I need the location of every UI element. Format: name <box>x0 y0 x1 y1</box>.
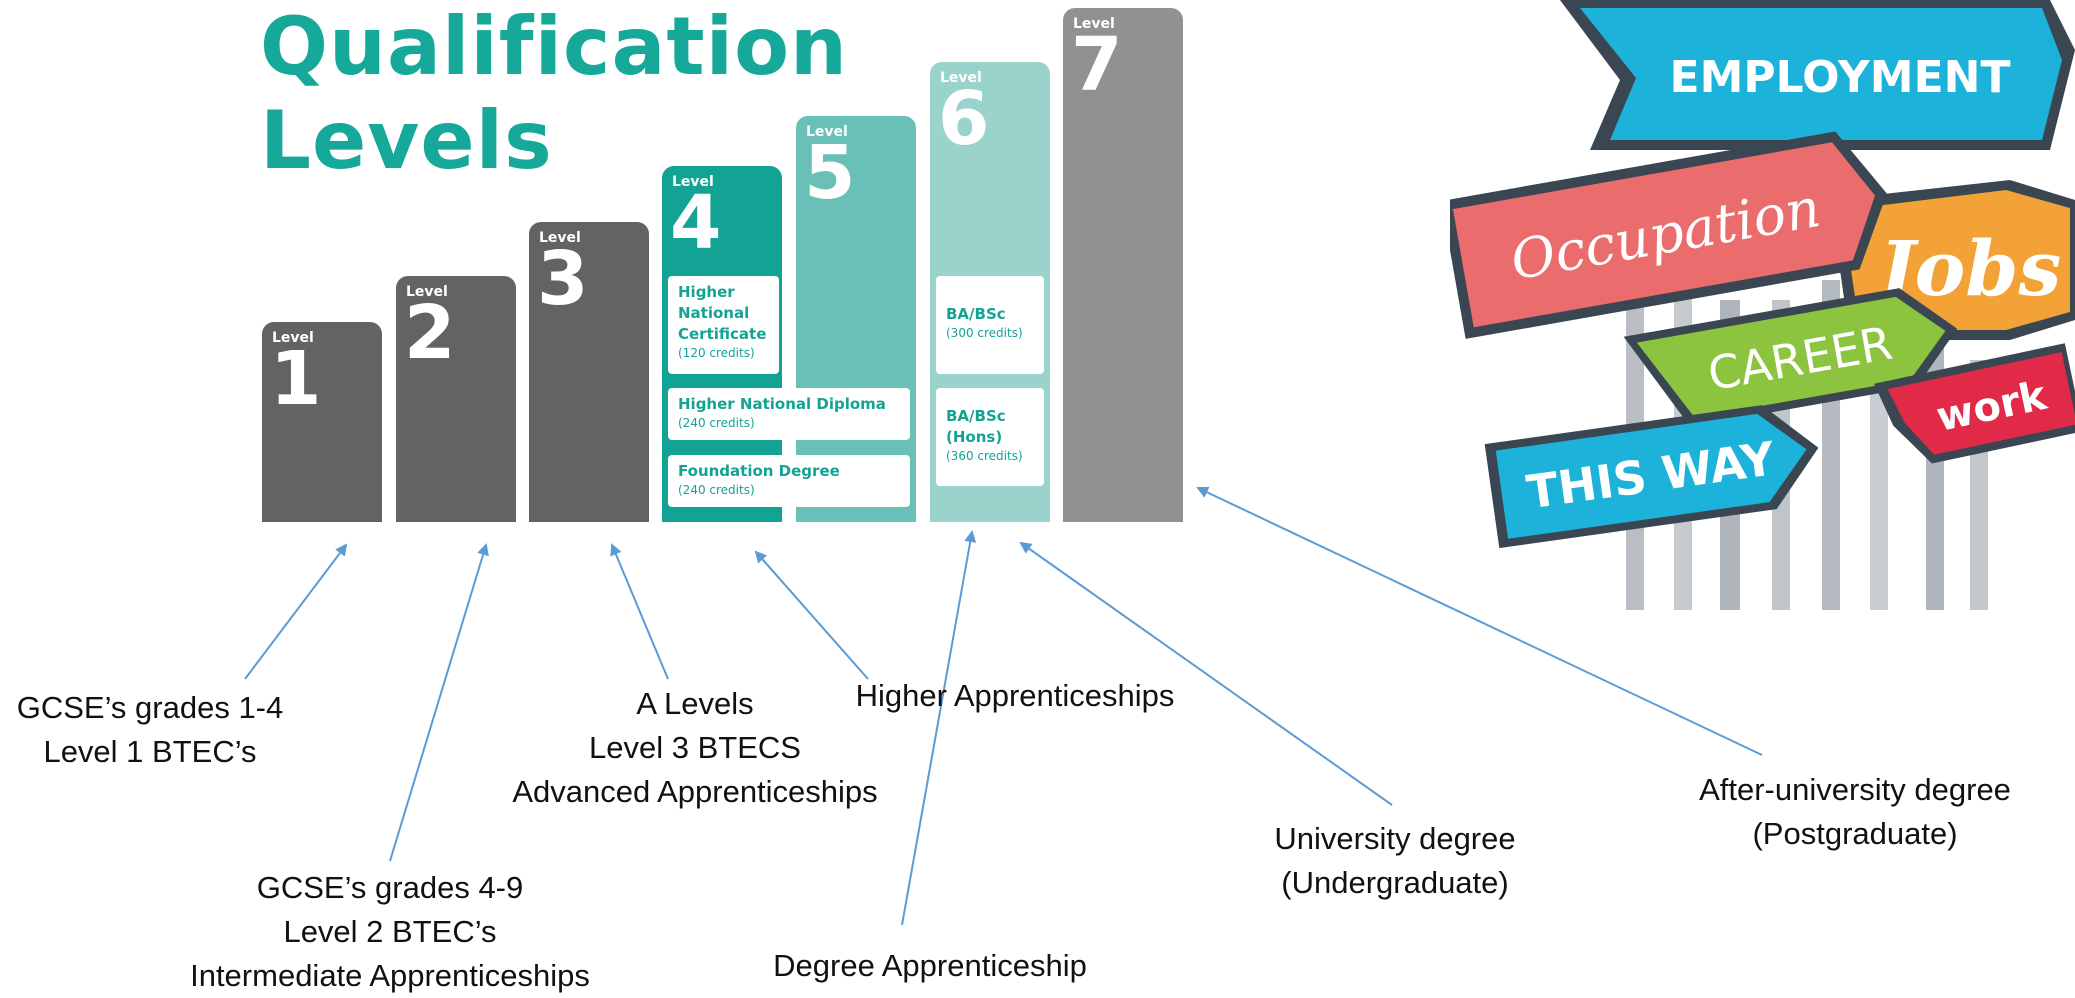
level-5-bar: Level 5 <box>796 116 916 522</box>
label-degree-apprenticeship: Degree Apprenticeship <box>720 944 1140 988</box>
label-undergraduate: University degree (Undergraduate) <box>1200 817 1590 905</box>
level-6-word: Level <box>940 70 982 86</box>
hnc-title-2: National <box>678 304 750 322</box>
level-7-number: 7 <box>1071 22 1123 108</box>
level-5-number: 5 <box>804 130 856 216</box>
sign-career-face <box>1636 296 1946 418</box>
title-line-2: Levels <box>260 94 553 187</box>
foundation-degree-credits: (240 credits) <box>678 483 755 497</box>
label-level-2-line-1: GCSE’s grades 4-9 <box>256 870 524 905</box>
career-signposts-illustration: EMPLOYMENT Jobs Occupation CAREER work T… <box>1450 0 2075 610</box>
level-2-bar: Level 2 <box>396 276 516 522</box>
sign-work-face <box>1887 352 2075 455</box>
arrow-level-1 <box>244 543 348 680</box>
level-3-word: Level <box>539 230 581 246</box>
sign-occupation-face <box>1452 142 1875 328</box>
arrow-level-2 <box>389 543 489 862</box>
label-level-1-line-1: GCSE’s grades 1-4 <box>16 690 284 725</box>
level-6-number: 6 <box>938 76 990 162</box>
sign-employment: EMPLOYMENT <box>1560 0 2075 150</box>
arrow-higher <box>754 550 869 680</box>
level-7-bar: Level 7 <box>1063 8 1183 522</box>
foundation-degree-box: Foundation Degree (240 credits) <box>668 455 910 507</box>
sign-career: CAREER <box>1623 288 1958 427</box>
level-4-word: Level <box>672 174 714 190</box>
label-level-3-line-3: Advanced Apprenticeships <box>512 774 878 809</box>
level-1-number: 1 <box>270 336 322 422</box>
hnc-credits: (120 credits) <box>678 346 755 360</box>
ba-bsc-box: BA/BSc (300 credits) <box>936 276 1044 374</box>
ba-bsc-hons-title-2: (Hons) <box>946 428 1003 446</box>
ba-bsc-hons-credits: (360 credits) <box>946 449 1023 463</box>
level-1-bar: Level 1 <box>262 322 382 522</box>
label-postgrad-line-1: After-university degree <box>1699 772 2011 807</box>
label-higher-apprenticeships: Higher Apprenticeships <box>830 674 1200 718</box>
sign-work: work <box>1874 343 2075 464</box>
level-2-number: 2 <box>404 290 456 376</box>
level-3-bar: Level 3 <box>529 222 649 522</box>
label-level-2-line-2: Level 2 BTEC’s <box>283 914 497 949</box>
label-level-1: GCSE’s grades 1-4 Level 1 BTEC’s <box>10 686 290 774</box>
ba-bsc-title: BA/BSc <box>946 305 1006 323</box>
level-1-word: Level <box>272 330 314 346</box>
hnc-title-1: Higher <box>678 283 735 301</box>
hnd-credits: (240 credits) <box>678 416 755 430</box>
label-higher-line-1: Higher Apprenticeships <box>855 678 1175 713</box>
diagram-title: Qualification Levels <box>260 0 848 188</box>
label-level-3-line-1: A Levels <box>636 686 754 721</box>
label-level-3: A Levels Level 3 BTECS Advanced Apprenti… <box>480 682 910 814</box>
label-postgraduate: After-university degree (Postgraduate) <box>1640 768 2070 856</box>
ba-bsc-hons-box: BA/BSc (Hons) (360 credits) <box>936 388 1044 486</box>
ba-bsc-credits: (300 credits) <box>946 326 1023 340</box>
label-level-2-line-3: Intermediate Apprenticeships <box>190 958 590 993</box>
hnc-title-3: Certificate <box>678 325 767 343</box>
label-level-3-line-2: Level 3 BTECS <box>589 730 801 765</box>
arrow-degree-apprenticeship <box>901 530 977 926</box>
hnc-box: Higher National Certificate (120 credits… <box>668 276 779 374</box>
label-undergrad-line-2: (Undergraduate) <box>1281 865 1509 900</box>
label-level-2: GCSE’s grades 4-9 Level 2 BTEC’s Interme… <box>150 866 630 998</box>
arrow-postgraduate <box>1196 486 1763 756</box>
level-7-word: Level <box>1073 16 1115 32</box>
hnd-title: Higher National Diploma <box>678 395 886 413</box>
sign-employment-text: EMPLOYMENT <box>1670 52 2011 103</box>
level-5-word: Level <box>806 124 848 140</box>
sign-this-way-face <box>1495 413 1807 539</box>
arrow-level-3 <box>610 543 669 680</box>
sign-employment-face <box>1580 8 2062 140</box>
level-2-word: Level <box>406 284 448 300</box>
hnd-box: Higher National Diploma (240 credits) <box>668 388 910 440</box>
label-level-1-line-2: Level 1 BTEC’s <box>43 734 257 769</box>
label-postgrad-line-2: (Postgraduate) <box>1752 816 1958 851</box>
label-undergrad-line-1: University degree <box>1274 821 1516 856</box>
level-4-number: 4 <box>670 180 722 266</box>
arrow-undergraduate <box>1019 541 1393 806</box>
level-3-number: 3 <box>537 236 589 322</box>
ba-bsc-hons-title-1: BA/BSc <box>946 407 1006 425</box>
foundation-degree-title: Foundation Degree <box>678 462 840 480</box>
sign-occupation: Occupation <box>1450 131 1887 339</box>
sign-this-way: THIS WAY <box>1484 405 1819 549</box>
title-line-1: Qualification <box>260 0 848 93</box>
label-degree-app-line-1: Degree Apprenticeship <box>773 948 1087 983</box>
